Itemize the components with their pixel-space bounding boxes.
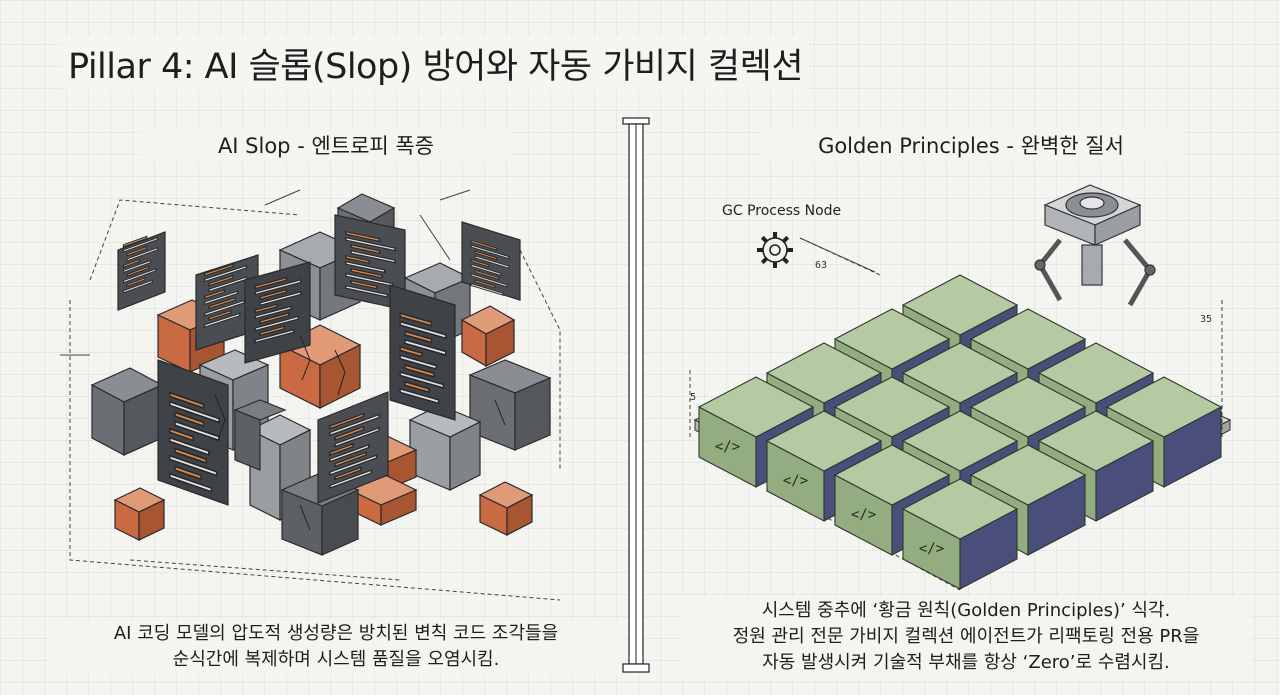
caption-line: 시스템 중추에 ‘황금 원칙(Golden Principles)’ 식각. xyxy=(761,600,1171,621)
caption-line: 순식간에 복제하며 시스템 품질을 오염시킴. xyxy=(172,649,500,670)
caption-line: 정원 관리 전문 가비지 컬렉션 에이전트가 리팩토링 전용 PR을 xyxy=(732,626,1200,647)
dimension-mark: 5 xyxy=(690,392,696,403)
right-subtitle: Golden Principles - 완벽한 질서 xyxy=(760,128,1182,162)
left-caption: AI 코딩 모델의 압도적 생성량은 방치된 변칙 코드 조각들을 순식간에 복… xyxy=(50,619,622,675)
golden-illustration: 63 35 5 </></></></></></></></></></></… xyxy=(689,184,1232,591)
caption-line: 자동 발생시켜 기술적 부채를 항상 ‘Zero’로 수렴시킴. xyxy=(762,652,1170,673)
dimension-mark: 63 xyxy=(815,260,827,271)
slop-illustration xyxy=(60,189,561,601)
left-subtitle: AI Slop - 엔트로피 폭증 xyxy=(140,128,512,162)
code-glyph: </> xyxy=(919,541,944,557)
page-title: Pillar 4: AI 슬롭(Slop) 방어와 자동 가비지 컬렉션 xyxy=(62,36,810,91)
code-glyph: </> xyxy=(715,439,740,455)
caption-line: AI 코딩 모델의 압도적 생성량은 방치된 변칙 코드 조각들을 xyxy=(113,623,559,644)
right-caption: 시스템 중추에 ‘황금 원칙(Golden Principles)’ 식각. 정… xyxy=(680,596,1252,678)
robot-arm-icon xyxy=(1034,184,1156,307)
gc-process-node-label: GC Process Node xyxy=(722,203,842,219)
code-glyph: </> xyxy=(851,507,876,523)
divider-pillar xyxy=(622,117,650,673)
code-cube: </> xyxy=(901,478,1019,590)
code-glyph: </> xyxy=(783,473,808,489)
dimension-mark: 35 xyxy=(1200,314,1212,325)
gear-icon xyxy=(757,232,793,268)
